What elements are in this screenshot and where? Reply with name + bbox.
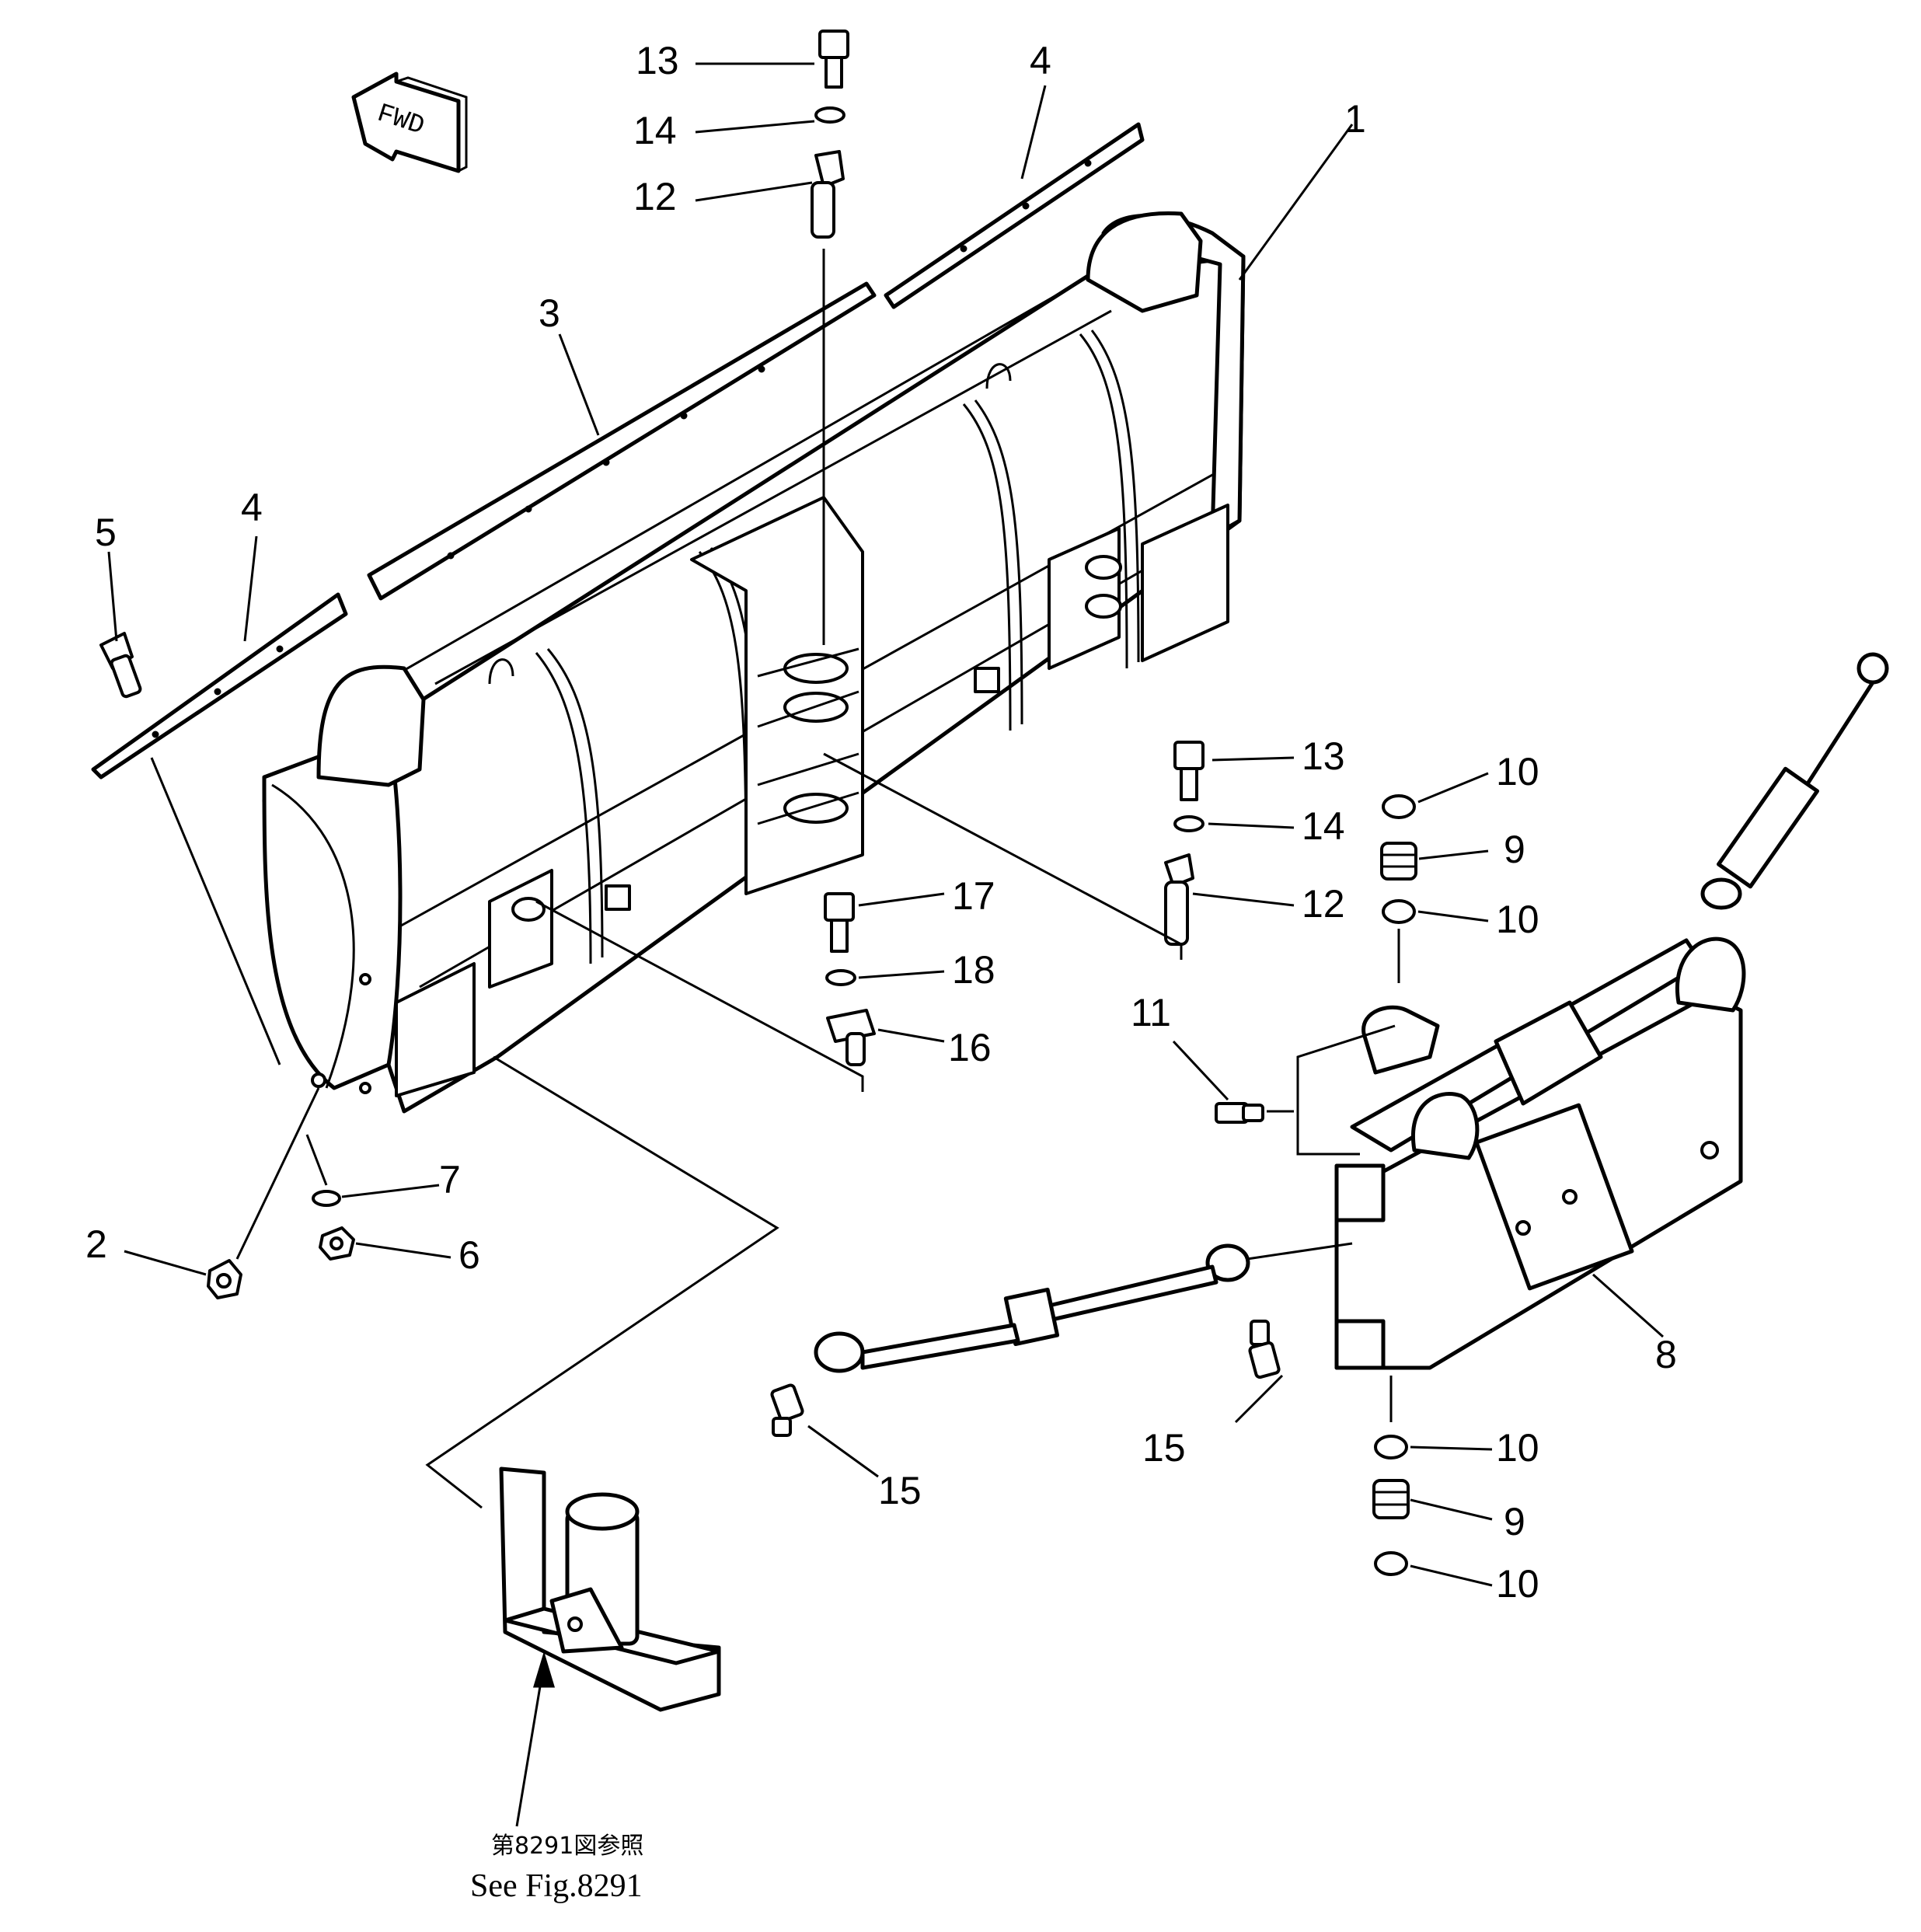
callout-12-right: 12 [1302, 882, 1345, 926]
callout-4-right: 4 [1030, 39, 1051, 82]
washer-14-top [814, 106, 845, 124]
washer-18 [825, 969, 856, 986]
callout-leaders [107, 62, 1664, 1587]
callout-1: 1 [1344, 97, 1366, 141]
bushing-9-upper [1380, 842, 1417, 881]
callout-13-right: 13 [1302, 734, 1345, 778]
fwd-arrow-icon: FWD [351, 71, 468, 173]
pin-12-right [1164, 853, 1194, 946]
grease-fitting-11 [1215, 1102, 1264, 1124]
reference-arrow-icon [532, 1651, 556, 1688]
blade-assembly [262, 211, 1246, 1114]
seal-10-b [1382, 899, 1416, 924]
callout-3: 3 [539, 291, 560, 335]
callout-12-top: 12 [633, 175, 677, 218]
reference-note-english: See Fig.8291 [470, 1868, 643, 1904]
leader-pivot-mount [425, 1055, 779, 1509]
end-bit-left [91, 592, 348, 779]
frame-assembly [1334, 936, 1746, 1370]
callout-10-d: 10 [1496, 1562, 1539, 1606]
end-bit-right [884, 122, 1145, 309]
callout-4-left: 4 [241, 486, 263, 529]
callout-16: 16 [948, 1026, 992, 1069]
callout-14-top: 14 [633, 109, 677, 152]
callout-15-left: 15 [878, 1469, 922, 1512]
leader-end-bit-left [150, 757, 281, 1065]
callout-8: 8 [1655, 1333, 1677, 1376]
reference-arrow-line [515, 1662, 546, 1827]
nut-2 [207, 1259, 242, 1299]
pin-16 [826, 1009, 876, 1066]
leader-cylinder-lower [1246, 1242, 1353, 1261]
leader-washer-7 [305, 1134, 328, 1186]
grease-fitting-15-right [1248, 1320, 1281, 1379]
callout-6: 6 [458, 1233, 480, 1277]
cutting-edge-bolt-holes [447, 365, 765, 560]
callout-15-right: 15 [1142, 1426, 1186, 1470]
seal-10-a [1382, 794, 1416, 819]
washer-14-right [1173, 815, 1205, 832]
bolt-17 [824, 892, 855, 953]
callout-2: 2 [85, 1222, 107, 1266]
bushing-9-lower [1372, 1479, 1410, 1519]
leader-pin-16 [535, 900, 864, 1092]
pin-12-top [811, 150, 845, 239]
nut-6 [319, 1226, 355, 1261]
bolt-13-right [1173, 741, 1205, 801]
seal-10-d [1374, 1551, 1408, 1576]
leader-nut-2 [235, 1087, 320, 1260]
callout-9-lower: 9 [1504, 1500, 1525, 1543]
washer-7 [312, 1190, 341, 1207]
callout-10-b: 10 [1496, 898, 1539, 941]
callout-5: 5 [95, 511, 117, 554]
leader-frame-bracket [1296, 1024, 1396, 1156]
seal-10-c [1374, 1435, 1408, 1459]
cylinder-right [1700, 652, 1889, 910]
callout-9-upper: 9 [1504, 828, 1525, 871]
callout-11: 11 [1131, 991, 1171, 1034]
bolt-13-top [818, 30, 849, 89]
bolt-5 [99, 632, 142, 699]
callout-17: 17 [952, 874, 995, 918]
pivot-mount [499, 1466, 721, 1712]
reference-note-japanese: 第8291図参照 [491, 1833, 643, 1860]
callout-14-right: 14 [1302, 804, 1345, 848]
cylinder-lower [814, 1243, 1250, 1373]
callout-18: 18 [952, 948, 995, 992]
callout-10-a: 10 [1496, 750, 1539, 793]
leader-pin-12-right [823, 752, 1183, 960]
callout-10-c: 10 [1496, 1426, 1539, 1470]
grease-fitting-15-left [770, 1383, 804, 1437]
cutting-edge [367, 281, 877, 601]
callout-7: 7 [439, 1158, 461, 1201]
callout-13-top: 13 [636, 39, 679, 82]
